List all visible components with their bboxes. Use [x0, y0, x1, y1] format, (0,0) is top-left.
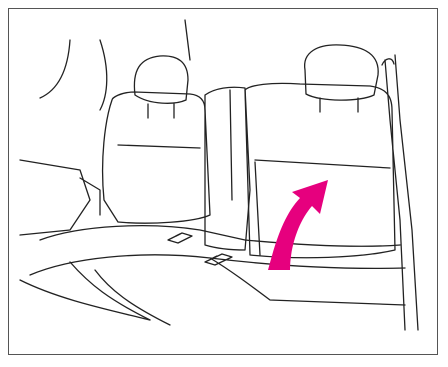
door-frame-line	[20, 280, 150, 320]
seatback-seam	[118, 145, 200, 148]
seat-cushion	[210, 258, 405, 305]
seat-cushion	[40, 226, 400, 247]
door-frame-line	[185, 20, 190, 60]
seat-cushion	[70, 262, 150, 320]
door-frame-line	[395, 55, 418, 330]
center-seatback	[205, 87, 250, 250]
center-seatback	[230, 90, 232, 200]
seat-cushion	[95, 270, 170, 325]
door-frame-line	[20, 160, 90, 235]
door-frame-line	[40, 40, 70, 98]
left-headrest	[134, 56, 188, 103]
fold-up-arrow	[268, 180, 328, 270]
seatback-seam	[255, 160, 390, 168]
door-frame-line	[100, 40, 107, 110]
right-headrest	[305, 45, 379, 100]
seat-cushion	[30, 255, 405, 275]
seatbelt-buckle	[176, 234, 180, 236]
seatbelt-buckle	[213, 256, 217, 258]
door-frame-line	[382, 59, 394, 65]
door-frame-line	[385, 60, 405, 330]
left-seatback	[103, 92, 210, 223]
